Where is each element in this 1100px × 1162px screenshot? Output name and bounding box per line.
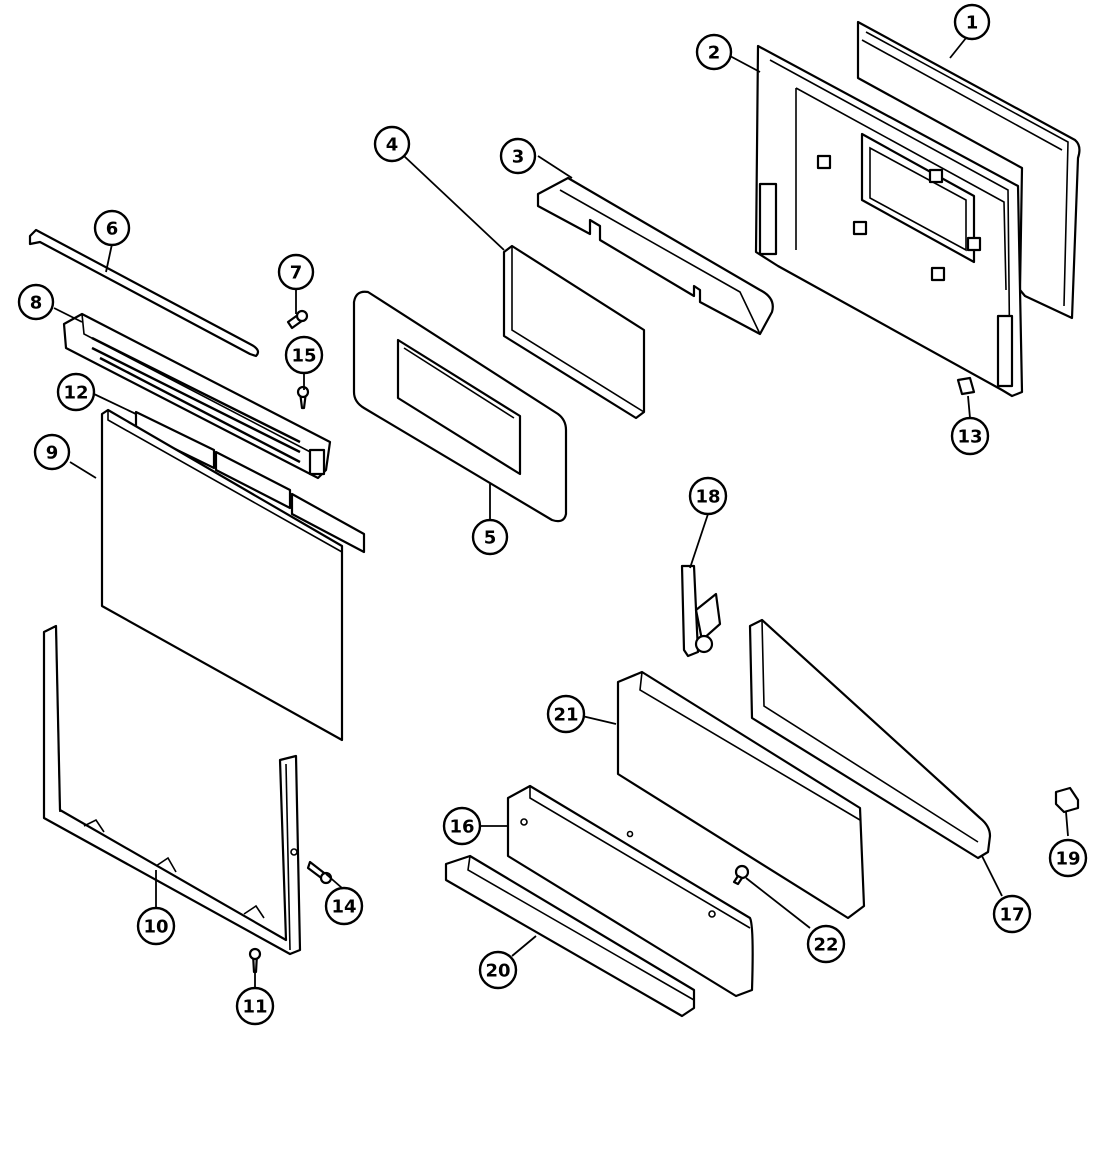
callout-14: 14: [324, 886, 364, 926]
part-15-screw: [296, 385, 310, 410]
callout-12-label: 12: [63, 383, 88, 404]
callout-14-label: 14: [331, 897, 356, 918]
callout-4: 4: [373, 125, 411, 163]
part-4-glass-panel: [502, 244, 646, 420]
callout-10: 10: [136, 906, 176, 946]
callout-10-label: 10: [143, 917, 168, 938]
part-14-screw: [306, 860, 333, 885]
callout-7: 7: [277, 253, 315, 291]
part-12-strips: [134, 410, 366, 554]
callout-20-label: 20: [485, 961, 510, 982]
callout-16: 16: [442, 806, 482, 846]
callout-11: 11: [235, 986, 275, 1026]
part-21-insulation-block: [616, 670, 866, 920]
callout-21-label: 21: [553, 705, 578, 726]
callout-15: 15: [284, 335, 324, 375]
part-19-clip: [1054, 786, 1080, 814]
part-8-vented-trim: [62, 312, 332, 480]
callout-1-label: 1: [966, 13, 979, 34]
part-3-spacer-channel: [536, 176, 774, 336]
part-17-kick-plate: [748, 618, 992, 860]
callout-17-label: 17: [999, 905, 1024, 926]
callout-17: 17: [992, 894, 1032, 934]
leader-lines: [53, 37, 1069, 990]
callout-2-label: 2: [708, 43, 721, 64]
part-18-hinge: [680, 564, 722, 658]
callout-11-label: 11: [242, 997, 267, 1018]
callout-3: 3: [499, 137, 537, 175]
callout-7-label: 7: [290, 263, 303, 284]
part-22-screw: [732, 864, 750, 886]
callout-13-label: 13: [957, 427, 982, 448]
callout-9-label: 9: [46, 443, 59, 464]
callout-9: 9: [33, 433, 71, 471]
callout-8-label: 8: [30, 293, 43, 314]
callout-19: 19: [1048, 838, 1088, 878]
part-5-window-frame: [352, 290, 568, 523]
callout-22-label: 22: [813, 935, 838, 956]
part-13-clip: [956, 376, 976, 396]
callout-6-label: 6: [106, 219, 119, 240]
part-7-screw: [286, 309, 309, 330]
callout-4-label: 4: [386, 135, 399, 156]
callout-12: 12: [56, 372, 96, 412]
callout-22: 22: [806, 924, 846, 964]
callout-15-label: 15: [291, 346, 316, 367]
callout-5-label: 5: [484, 528, 497, 549]
callout-21: 21: [546, 694, 586, 734]
callout-2: 2: [695, 33, 733, 71]
callout-13: 13: [950, 416, 990, 456]
callout-6: 6: [93, 209, 131, 247]
callout-1: 1: [953, 3, 991, 41]
callout-20: 20: [478, 950, 518, 990]
part-10-lower-frame: [42, 624, 302, 956]
part-6-handle: [28, 228, 260, 358]
callout-8: 8: [17, 283, 55, 321]
callout-3-label: 3: [512, 147, 525, 168]
part-9-outer-panel: [100, 408, 344, 742]
callout-16-label: 16: [449, 817, 474, 838]
callout-19-label: 19: [1055, 849, 1080, 870]
part-20-bottom-bar: [444, 854, 696, 1018]
callout-5: 5: [471, 518, 509, 556]
part-2-door-liner: [754, 44, 1024, 398]
callout-18: 18: [688, 476, 728, 516]
part-16-drawer-front: [506, 784, 754, 998]
part-11-screw: [248, 947, 262, 974]
callout-18-label: 18: [695, 487, 720, 508]
